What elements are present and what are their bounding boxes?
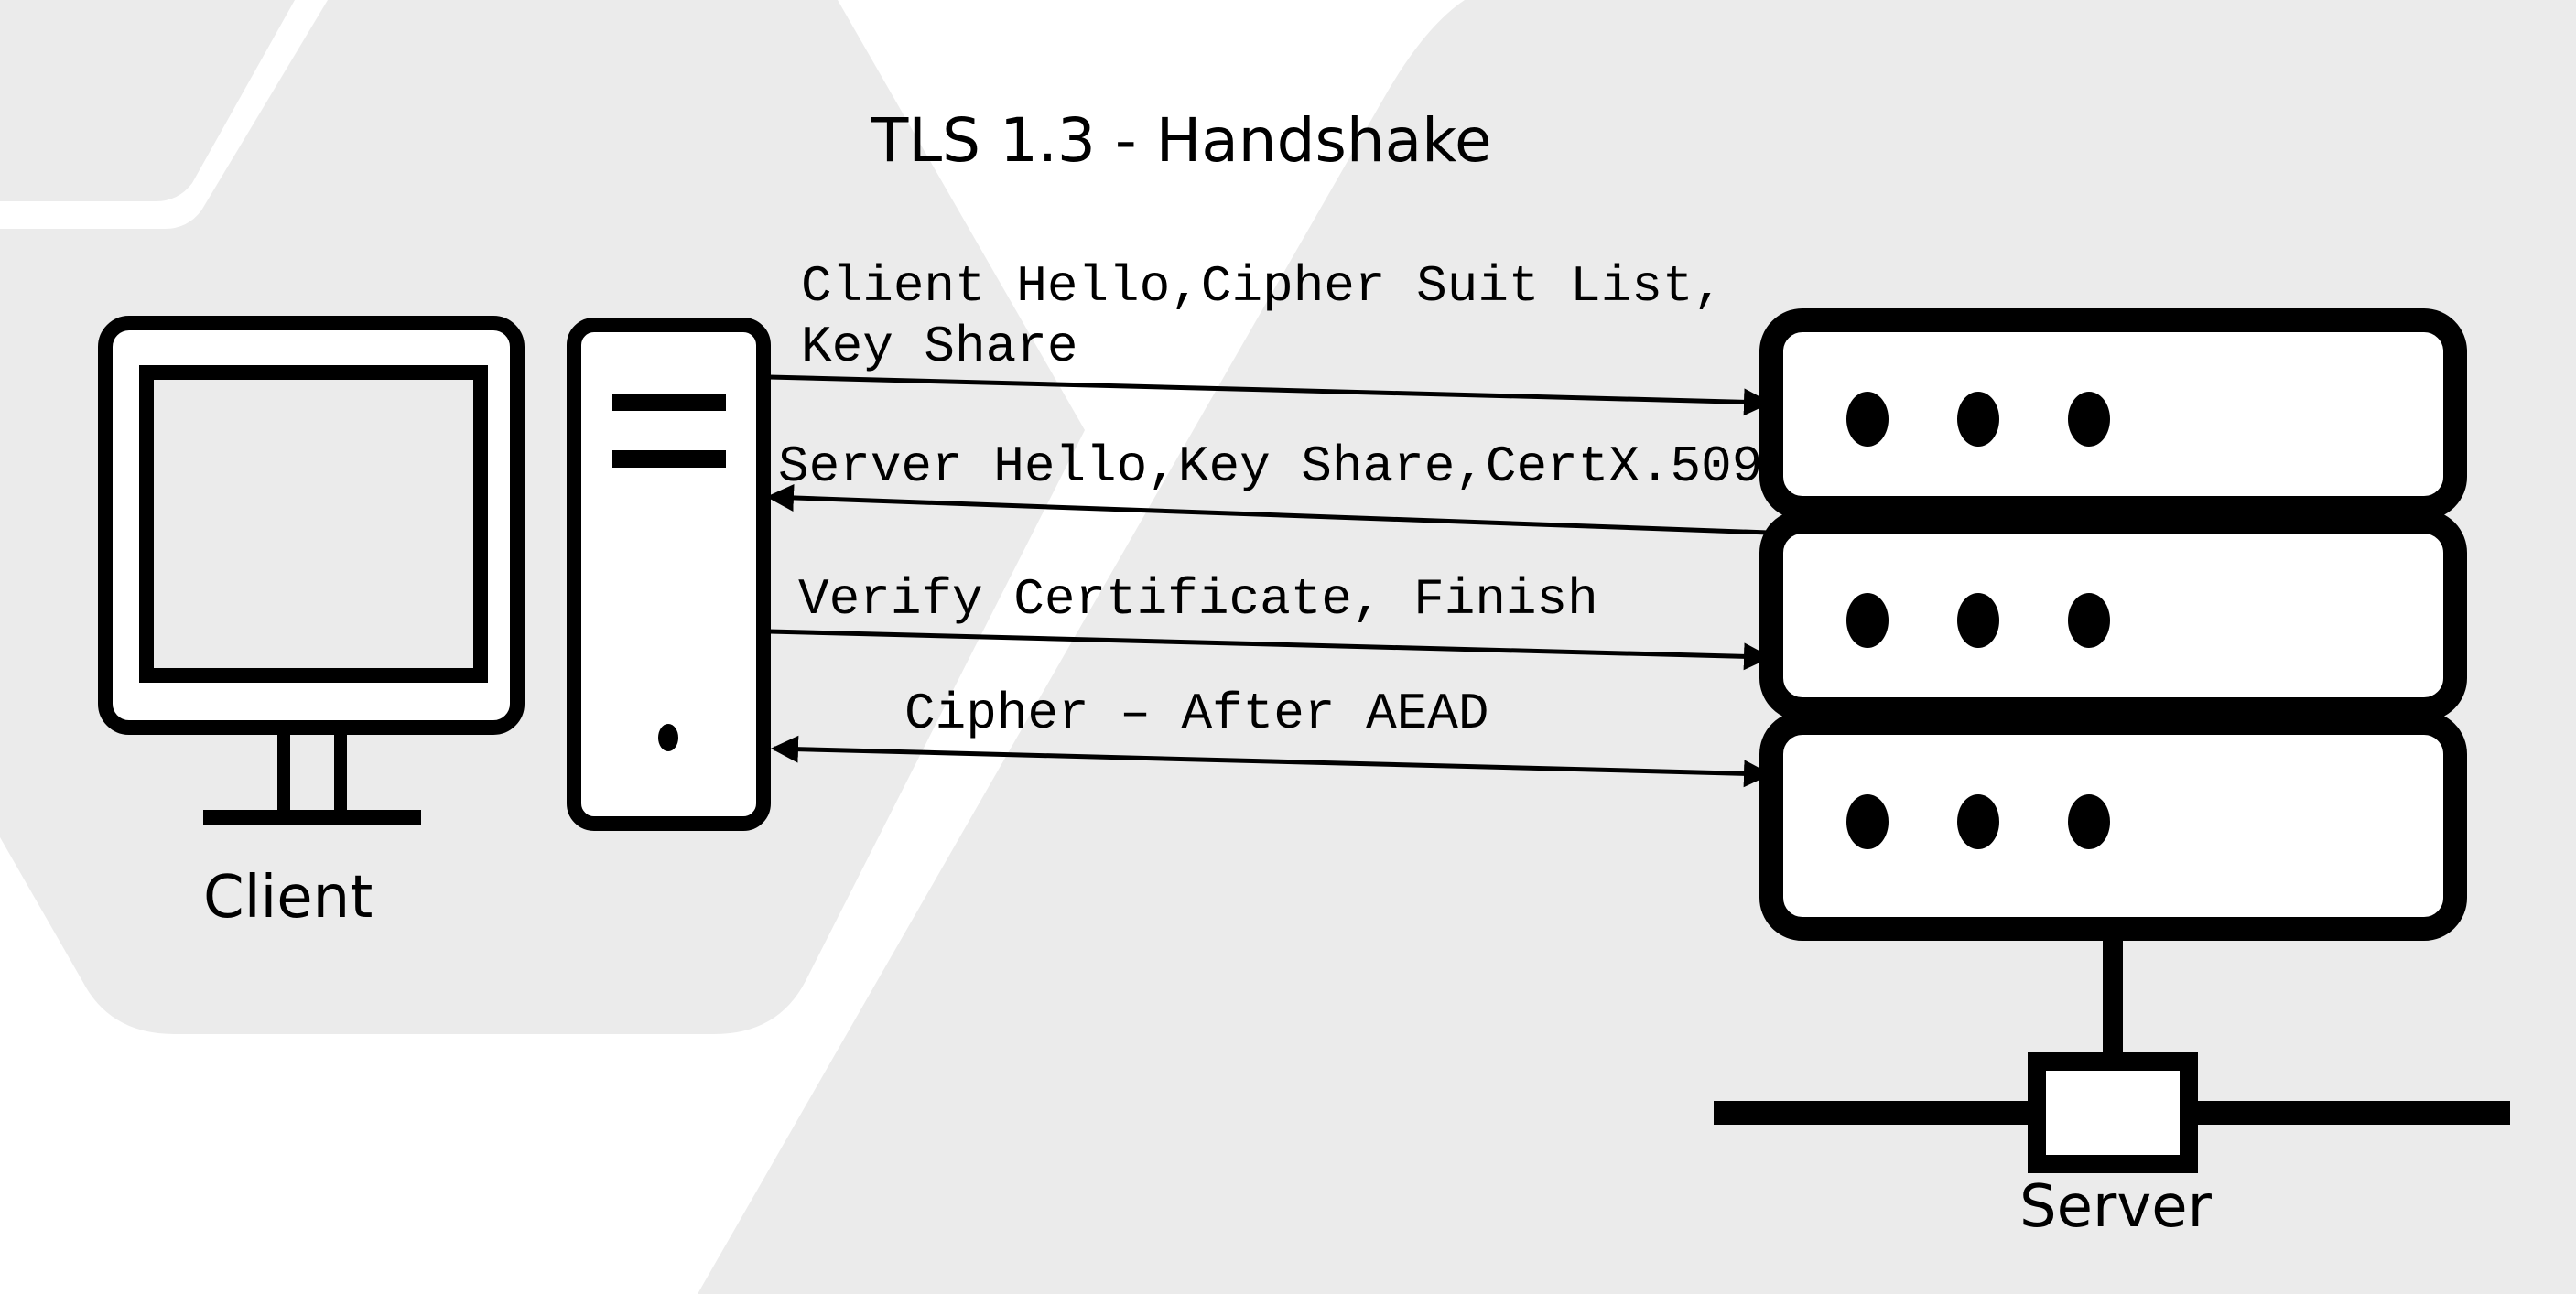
arrow-client-hello bbox=[768, 374, 1771, 416]
desktop-tower-icon bbox=[567, 318, 771, 831]
message-line: Client Hello,Cipher Suit List, bbox=[801, 257, 1724, 316]
monitor-icon bbox=[98, 316, 525, 825]
message-line: Cipher – After AEAD bbox=[904, 685, 1489, 743]
server-label: Server bbox=[2019, 1173, 2213, 1241]
message-line: Server Hello,Key Share,CertX.509 bbox=[778, 437, 1762, 496]
message-cipher-after-aead: Cipher – After AEAD bbox=[904, 685, 1489, 743]
arrow-server-hello bbox=[766, 483, 1770, 535]
message-server-hello: Server Hello,Key Share,CertX.509 bbox=[778, 437, 1762, 496]
message-client-hello: Client Hello,Cipher Suit List, Key Share bbox=[801, 257, 1755, 376]
background-top-band bbox=[0, 0, 295, 201]
client-label: Client bbox=[203, 864, 373, 932]
arrow-verify-finish bbox=[768, 629, 1771, 671]
message-line: Key Share bbox=[801, 318, 1077, 376]
arrow-cipher-after-aead bbox=[771, 735, 1771, 788]
message-verify-finish: Verify Certificate, Finish bbox=[798, 570, 1598, 629]
server-rack-icon bbox=[1759, 308, 2467, 941]
handshake-arrows bbox=[766, 374, 1771, 788]
message-line: Verify Certificate, Finish bbox=[798, 570, 1598, 629]
diagram-title: TLS 1.3 - Handshake bbox=[871, 105, 1492, 176]
network-switch-icon bbox=[1714, 935, 2510, 1173]
